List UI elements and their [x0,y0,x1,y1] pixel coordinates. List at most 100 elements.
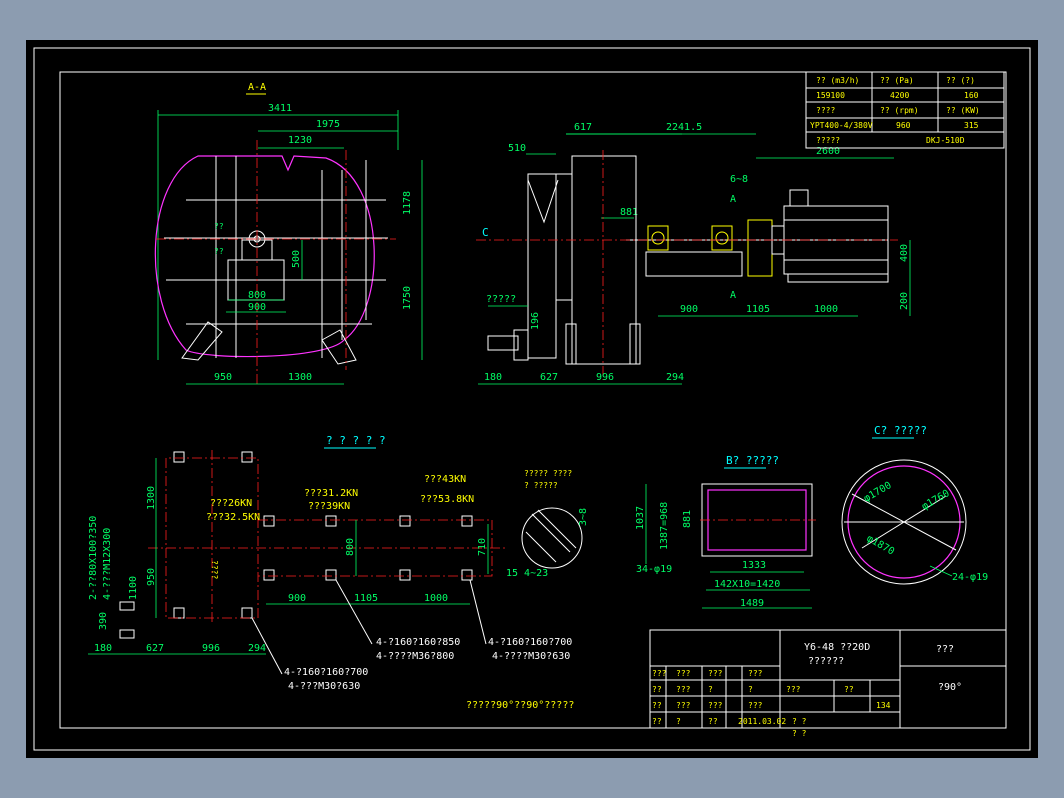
fd-mid-vert: ???? [210,560,219,579]
view-weld-detail: ????? ???? ? ????? 3~8 15 4~23 [506,469,589,579]
view-c: C? ????? φ1700 φ1760 φ1870 24-φ19 [841,424,988,585]
b-dim-1037: 1037 [635,506,646,530]
tb-r2c2: ??? [676,685,691,694]
label-aa-q2: ?? [214,247,224,256]
param-h2: ?? (Pa) [880,76,914,85]
c-dim-2419: 24-φ19 [952,572,988,583]
dim-800: 800 [248,290,266,301]
fd-left-2: 4-???M12X300 [102,528,113,600]
b-dim-1420: 142X10=1420 [714,579,780,590]
motor [771,189,889,283]
weld-note-2: ? ????? [524,481,558,490]
weld-d38: 3~8 [578,508,589,526]
param-r4c2: DKJ-510D [926,136,965,145]
fd-bolt-1b: 4-????M36?800 [376,651,454,662]
view-b: B? ????? 1037 1387=968 881 34-φ19 1333 1… [635,454,816,609]
section-a-top: A [730,194,736,205]
title-block: Y6-48 ??20D ?????? ??? ?90° ??? ??? ??? … [649,629,1007,738]
fd-load-538: ???53.8KN [420,494,474,505]
fd-bolt-3b: 4-???M30?630 [288,681,360,692]
fd-627: 627 [146,643,164,654]
tb-r1c2: ??? [676,669,691,678]
dim-side-627: 627 [540,372,558,383]
view-foundation: ? ? ? ? ? 1300 1100 950 390 [88,434,572,692]
view-aa-title: A-A [248,82,266,93]
b-dim-1387: 1387=968 [659,502,670,550]
view-side: 617 2241.5 510 881 6~8 A 2600 C [476,122,911,385]
fd-load-325: ???32.5KN [206,512,260,523]
fd-390: 390 [98,612,109,630]
dim-side-1105: 1105 [746,304,770,315]
dim-side-180: 180 [484,372,502,383]
fd-load-26: ???26KN [210,498,252,509]
tb-r4c2: ? [676,717,681,726]
param-r1c1: 159100 [816,91,845,100]
tb-r1c4: ??? [748,669,763,678]
dim-1750: 1750 [402,286,413,310]
dim-881: 881 [620,207,638,218]
fd-load-312: ???31.2KN [304,488,358,499]
bottom-note: ?????90°??90°????? [466,700,574,711]
foundation-title: ? ? ? ? ? [326,434,386,447]
dim-617: 617 [574,122,592,133]
dim-400: 400 [899,244,910,262]
dim-900: 900 [248,302,266,313]
view-b-title: B? ????? [726,454,779,467]
param-r2c1: ???? [816,106,835,115]
fd-1105: 1105 [354,593,378,604]
dim-950: 950 [214,372,232,383]
fd-900: 900 [288,593,306,604]
outer-border [33,47,1031,751]
fd-bolt-1a: 4-?160?160?850 [376,637,460,648]
param-r2c3: ?? (KW) [946,106,980,115]
b-dim-1333: 1333 [742,560,766,571]
dim-3411: 3411 [268,103,292,114]
fd-294: 294 [248,643,266,654]
tb-r2c1: ?? [652,685,662,694]
dim-500: 500 [291,250,302,268]
dim-1230: 1230 [288,135,312,146]
label-side-q: ????? [486,294,516,305]
tb-r2c3: ? [708,685,713,694]
param-r1c2: 4200 [890,91,909,100]
tb-r2c4: ? [748,685,753,694]
fd-1300: 1300 [146,486,157,510]
fd-180: 180 [94,643,112,654]
tb-r1c3: ??? [708,669,723,678]
tb-page: 134 [876,701,891,710]
volute-casing [154,155,375,358]
b-dim-881: 881 [682,510,693,528]
dim-side-900: 900 [680,304,698,315]
fd-bolt-2a: 4-?160?160?700 [488,637,572,648]
param-r2c2: ?? (rpm) [880,106,919,115]
drawing-viewport[interactable]: A-A 3411 1975 1230 [26,40,1038,758]
view-aa: A-A 3411 1975 1230 [154,82,423,385]
fd-1000: 1000 [424,593,448,604]
tb-r4c4: 2011.03.02 [738,717,786,726]
c-dim-1700: φ1700 [862,480,894,505]
param-h1: ?? (m3/h) [816,76,859,85]
tb-p2: ? ? [792,729,807,738]
dim-196: 196 [530,312,541,330]
b-dim-3419: 34-φ19 [636,564,672,575]
param-r1c3: 160 [964,91,979,100]
dim-2241: 2241.5 [666,122,702,133]
bearing-base [645,251,743,277]
tb-p1: ? ? [792,717,807,726]
param-table: ?? (m3/h) ?? (Pa) ?? (?) 159100 4200 160… [805,71,1005,149]
dim-1975: 1975 [316,119,340,130]
tb-r4c3: ?? [708,717,718,726]
param-r3c1: YPT400-4/380V [810,121,873,130]
c-dim-1760: φ1760 [920,488,952,513]
tb-company: ??? [936,644,954,655]
dim-1178: 1178 [402,191,413,215]
tb-r1c1: ??? [652,669,667,678]
fd-800: 800 [345,538,356,556]
weld-note-1: ????? ???? [524,469,572,478]
label-aa-q1: ?? [214,222,224,231]
tb-r3c3: ??? [708,701,723,710]
coupling [747,219,773,277]
dim-side-294: 294 [666,372,684,383]
section-c-arrow: C [482,226,489,239]
tb-r3c4: ??? [748,701,763,710]
